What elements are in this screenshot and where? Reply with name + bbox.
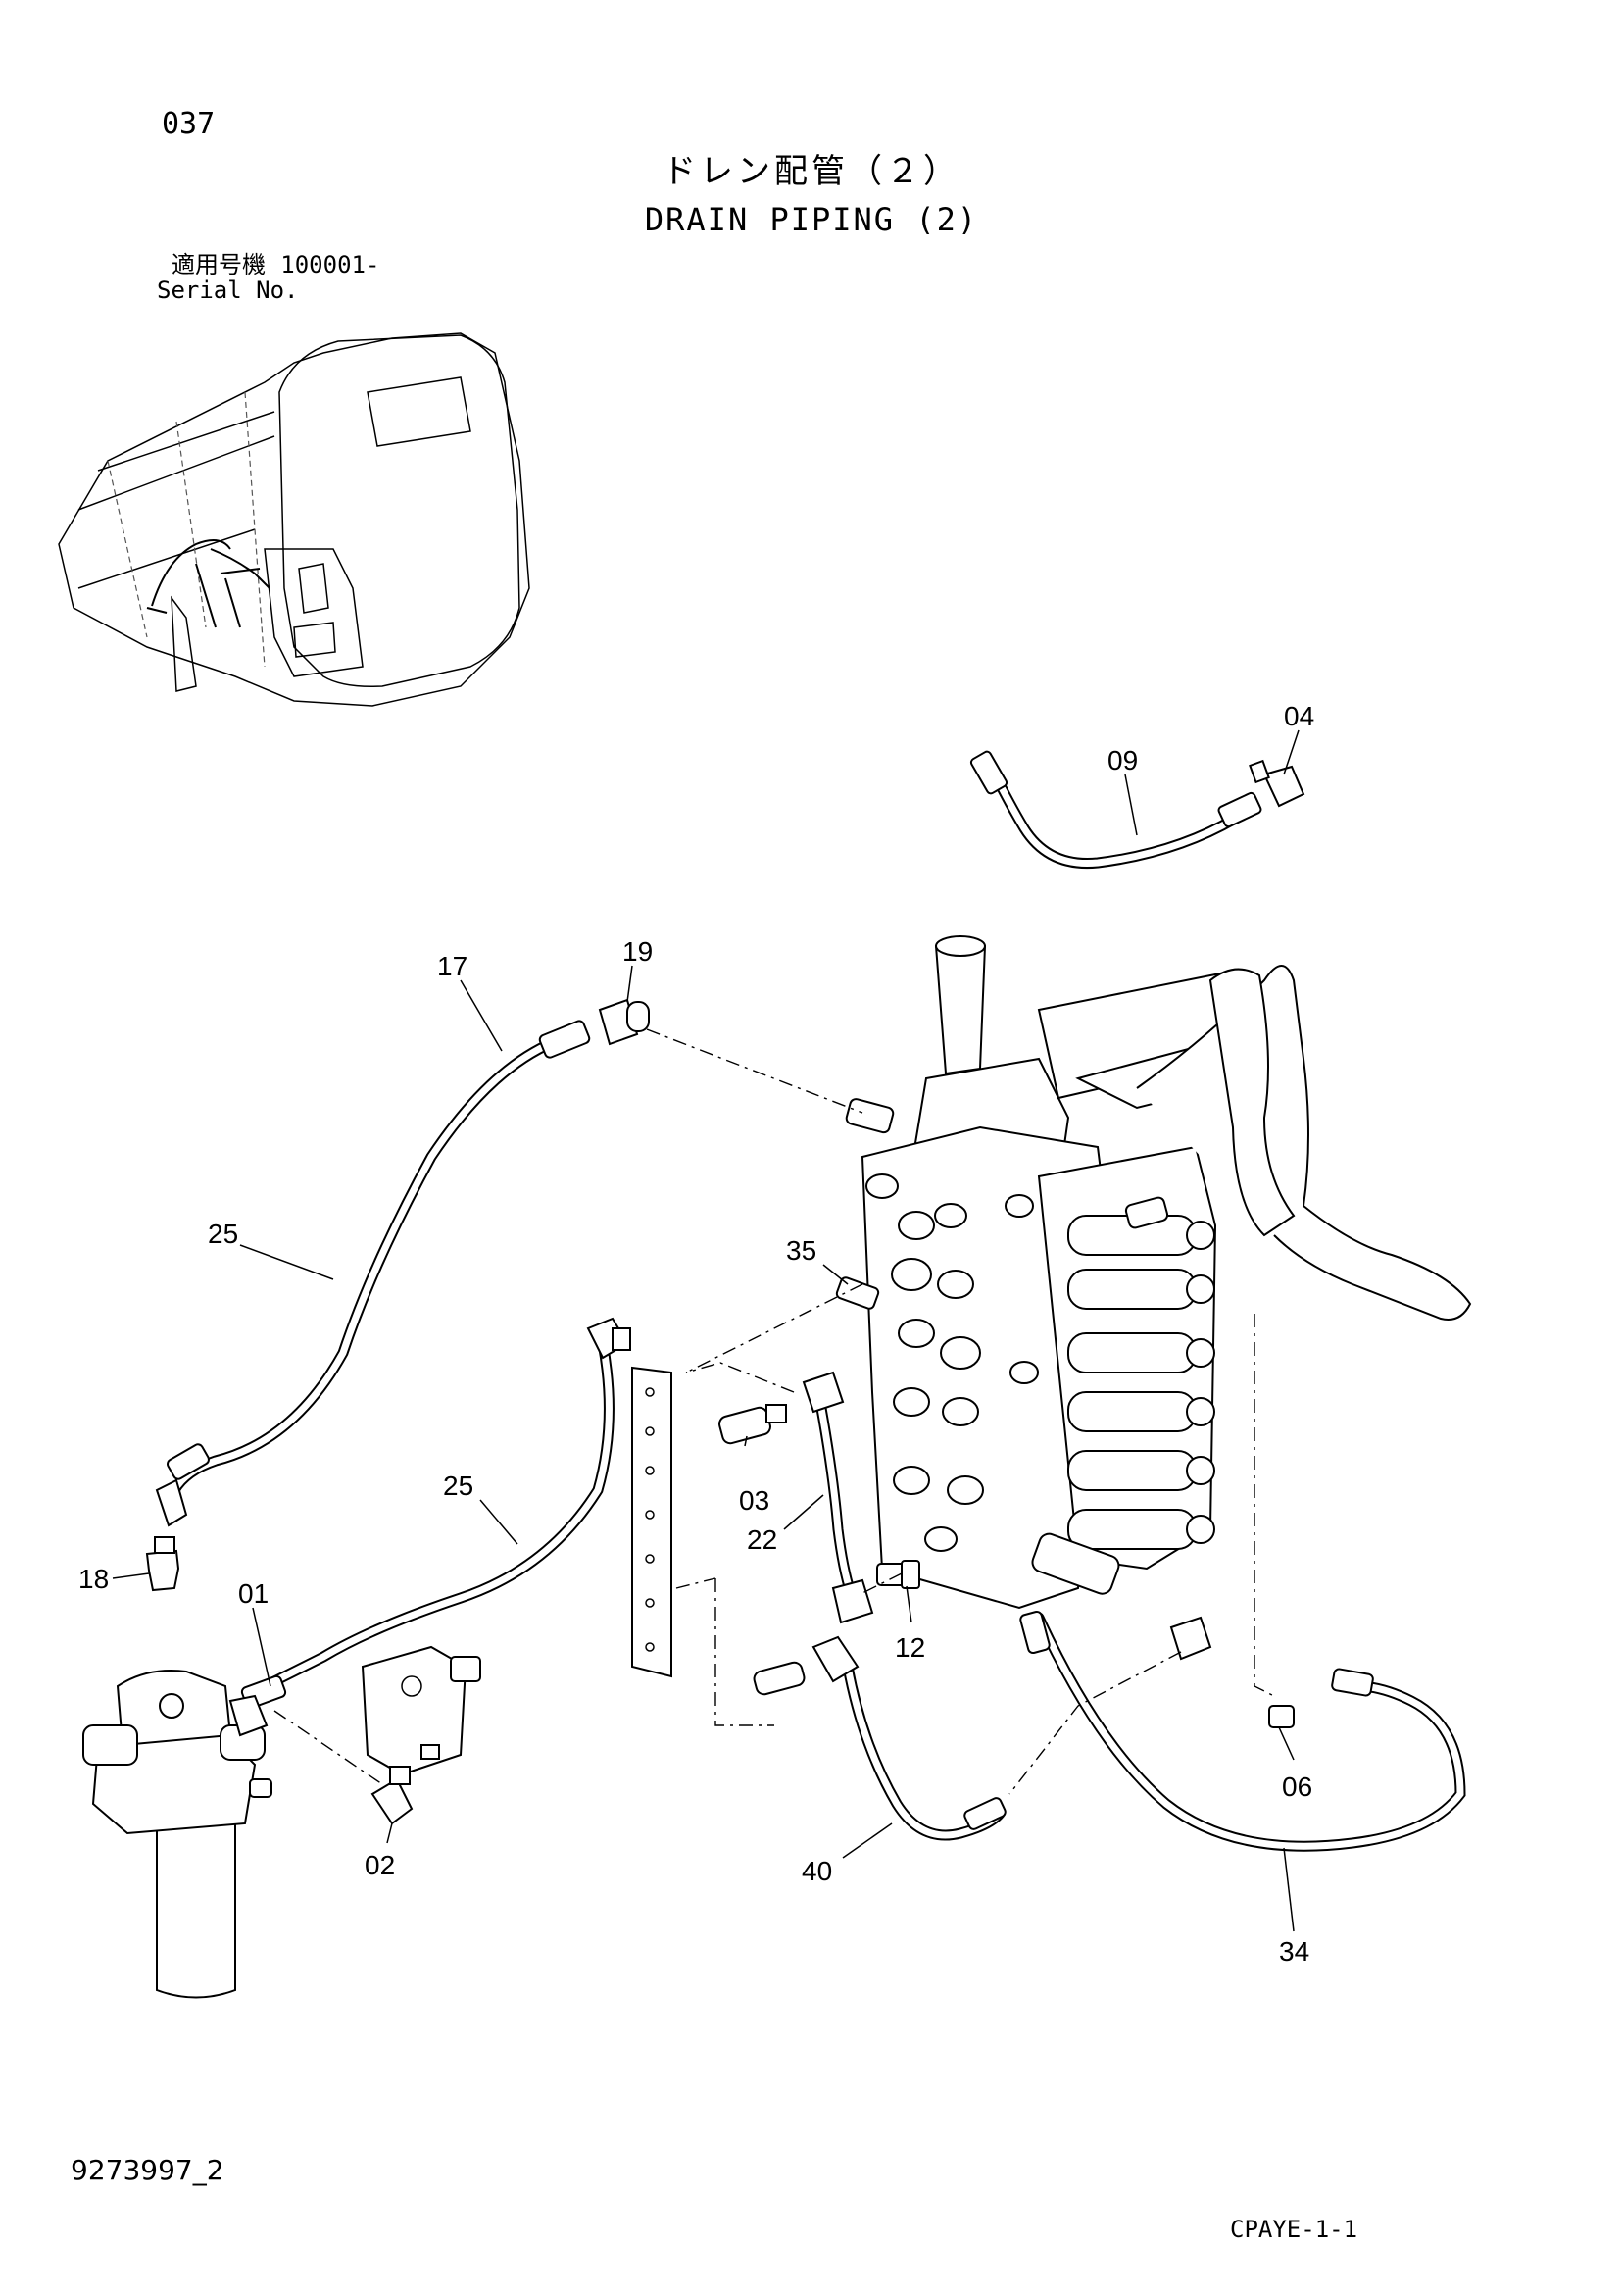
mounting-bracket — [631, 1366, 672, 1678]
fitting-03 — [718, 1404, 787, 1445]
page-number: 037 — [162, 107, 216, 141]
callout-17: 17 — [437, 951, 467, 981]
page-title-japanese: ドレン配管（２） — [663, 152, 960, 191]
elbow-fitting-02 — [370, 1766, 414, 1825]
callout-03: 03 — [739, 1485, 769, 1516]
connection-leader-lines — [273, 1028, 1275, 1795]
callout-40: 40 — [802, 1856, 832, 1886]
hose-assembly-17 — [155, 998, 650, 1527]
callout-12: 12 — [895, 1632, 925, 1663]
callout-01: 01 — [238, 1578, 269, 1609]
document-id: 9273997_2 — [71, 2154, 224, 2186]
control-valve-assembly — [835, 935, 1472, 1610]
callout-35: 35 — [786, 1235, 816, 1266]
hose-assembly-40 — [753, 1635, 1007, 1841]
callout-19: 19 — [622, 936, 653, 967]
callout-labels: 09 04 17 19 25 35 25 03 22 18 01 02 12 0… — [78, 701, 1314, 1967]
serial-label-japanese: 適用号機 — [172, 251, 266, 278]
callout-22: 22 — [747, 1524, 777, 1555]
fitting-12 — [876, 1560, 920, 1589]
fitting-18 — [145, 1536, 180, 1592]
serial-label-english: Serial No. — [157, 276, 299, 304]
callout-25-lower: 25 — [443, 1471, 473, 1501]
page-title-english: DRAIN PIPING (2) — [644, 201, 979, 238]
hose-assembly-01 — [228, 1317, 631, 1737]
callout-18: 18 — [78, 1564, 109, 1594]
machine-overview-illustration — [58, 332, 530, 707]
callout-06: 06 — [1282, 1772, 1312, 1802]
callout-09: 09 — [1107, 745, 1138, 775]
callout-02: 02 — [365, 1850, 395, 1880]
callout-04: 04 — [1284, 701, 1314, 731]
callout-34: 34 — [1279, 1936, 1309, 1967]
page-code: CPAYE-1-1 — [1230, 2216, 1358, 2243]
hose-assembly-22 — [802, 1371, 874, 1624]
callout-leaders — [112, 729, 1300, 1932]
hose-assembly-34 — [1019, 1610, 1466, 1852]
selector-valve-block — [361, 1645, 481, 1776]
hose-assembly-09 — [969, 750, 1305, 870]
filter-housing — [82, 1670, 272, 1999]
serial-range: 適用号機 100001- — [172, 253, 379, 276]
valve-spool-plugs — [865, 1173, 1039, 1552]
serial-value: 100001- — [280, 251, 380, 278]
callout-25-upper: 25 — [208, 1219, 238, 1249]
